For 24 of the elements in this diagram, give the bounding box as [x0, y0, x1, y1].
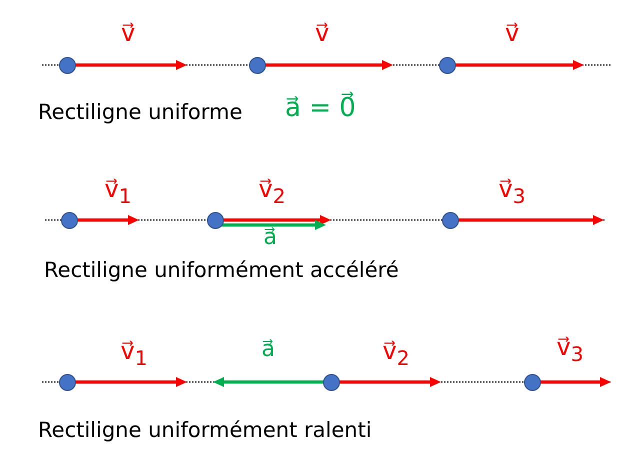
vector-label: v⃗: [315, 20, 330, 46]
vector-label: v⃗: [121, 20, 136, 46]
vector-label: v⃗: [505, 20, 520, 46]
vector-label: v⃗$_{1}$: [104, 176, 132, 207]
point-marker: [322, 374, 340, 390]
vector-label: v⃗$_{2}$: [258, 176, 286, 207]
caption-text: Rectiligne uniformément ralenti: [38, 419, 372, 442]
caption-text: Rectiligne uniformément accéléré: [44, 259, 399, 282]
point-marker: [58, 56, 76, 74]
point-marker: [58, 374, 76, 390]
vector-label: a⃗: [264, 226, 277, 250]
vector-label: a⃗: [262, 338, 275, 362]
caption-text: Rectiligne uniforme: [38, 101, 242, 124]
point-marker: [248, 56, 266, 74]
vector-label: v⃗$_{3}$: [556, 334, 584, 365]
vector-label: v⃗$_{1}$: [120, 338, 148, 369]
point-marker: [206, 212, 224, 228]
point-marker: [60, 212, 78, 228]
point-marker: [438, 56, 456, 74]
vector-label: v⃗$_{3}$: [498, 176, 526, 207]
point-marker: [442, 212, 458, 228]
equation-text: a⃗ = 0⃗: [285, 94, 356, 123]
vector-label: v⃗$_{2}$: [382, 338, 410, 369]
point-marker: [524, 374, 540, 390]
